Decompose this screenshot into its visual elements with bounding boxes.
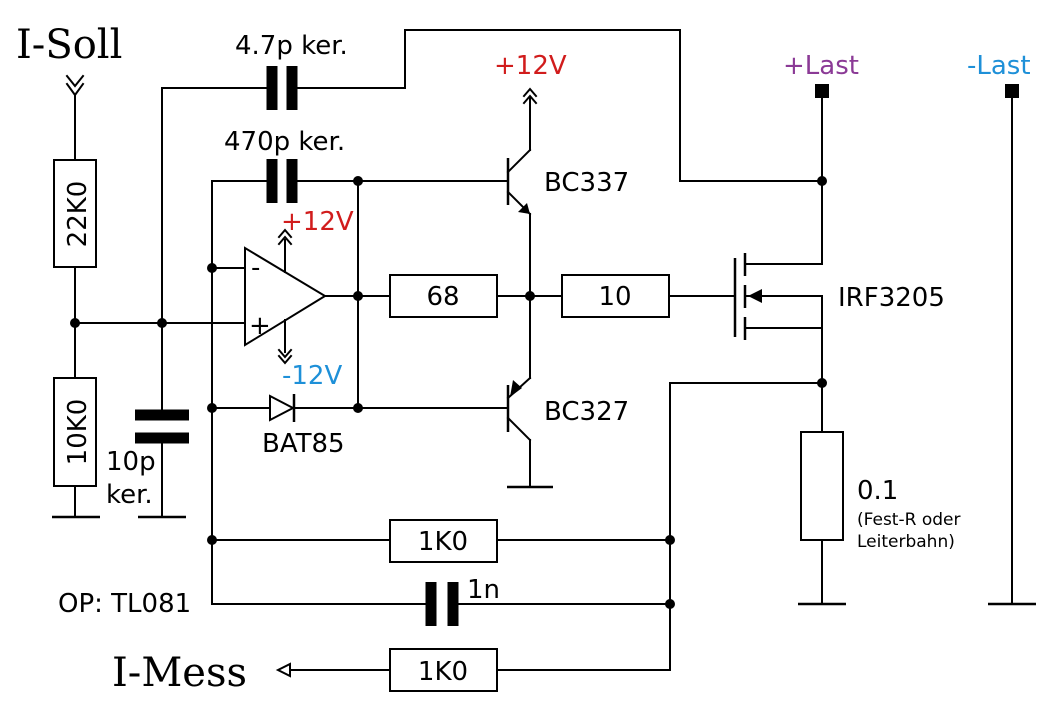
label-i-soll: I-Soll <box>16 22 122 68</box>
label-r-shunt-note2: Leiterbahn) <box>857 532 955 552</box>
capacitor-470p <box>207 159 509 605</box>
label-i-mess: I-Mess <box>112 650 247 696</box>
opamp-minus-sign: - <box>251 253 260 283</box>
label-c-4p7: 4.7p ker. <box>235 31 348 61</box>
resistor-22k-label: 22K0 <box>63 181 93 248</box>
label-q-pnp: BC327 <box>544 397 629 427</box>
feedback-network <box>211 382 675 692</box>
opamp-plus-sign: + <box>249 311 271 341</box>
label-diode: BAT85 <box>262 429 345 459</box>
resistor-10: 10 <box>561 274 736 318</box>
label-c-1n: 1n <box>467 575 500 605</box>
resistor-10-label: 10 <box>598 282 631 312</box>
label-r-1k-mess: 1K0 <box>418 657 468 687</box>
resistor-10k: 10K0 <box>53 377 97 487</box>
mosfet-irf3205 <box>733 253 823 340</box>
diode-bat85 <box>211 394 509 422</box>
capacitor-10p <box>135 87 189 519</box>
label-op-note: OP: TL081 <box>58 589 191 619</box>
label-r-shunt-note1: (Fest-R oder <box>857 510 960 530</box>
label-plus12-op: +12V <box>281 207 354 237</box>
transistor-bc327 <box>506 376 553 489</box>
label-q-npn: BC337 <box>544 168 629 198</box>
opamp: - + <box>244 176 391 413</box>
transistor-bc337 <box>506 87 538 379</box>
resistor-68: 68 <box>389 274 563 318</box>
load-path <box>669 84 1036 606</box>
label-mosfet: IRF3205 <box>838 283 945 313</box>
label-minus-last: -Last <box>967 51 1031 81</box>
resistor-22k: 22K0 <box>53 159 97 268</box>
resistor-10k-label: 10K0 <box>63 399 93 466</box>
label-r-1k-fb: 1K0 <box>418 527 468 557</box>
label-r-shunt: 0.1 <box>857 476 898 506</box>
label-c-10p-a: 10p <box>106 447 156 477</box>
label-minus12-op: -12V <box>282 361 342 391</box>
label-plus-last: +Last <box>783 51 859 81</box>
resistor-68-label: 68 <box>426 282 459 312</box>
label-plus12-top: +12V <box>494 51 567 81</box>
capacitor-4p7 <box>161 29 823 182</box>
label-c-10p-b: ker. <box>106 480 153 510</box>
label-c-470p: 470p ker. <box>224 127 345 157</box>
